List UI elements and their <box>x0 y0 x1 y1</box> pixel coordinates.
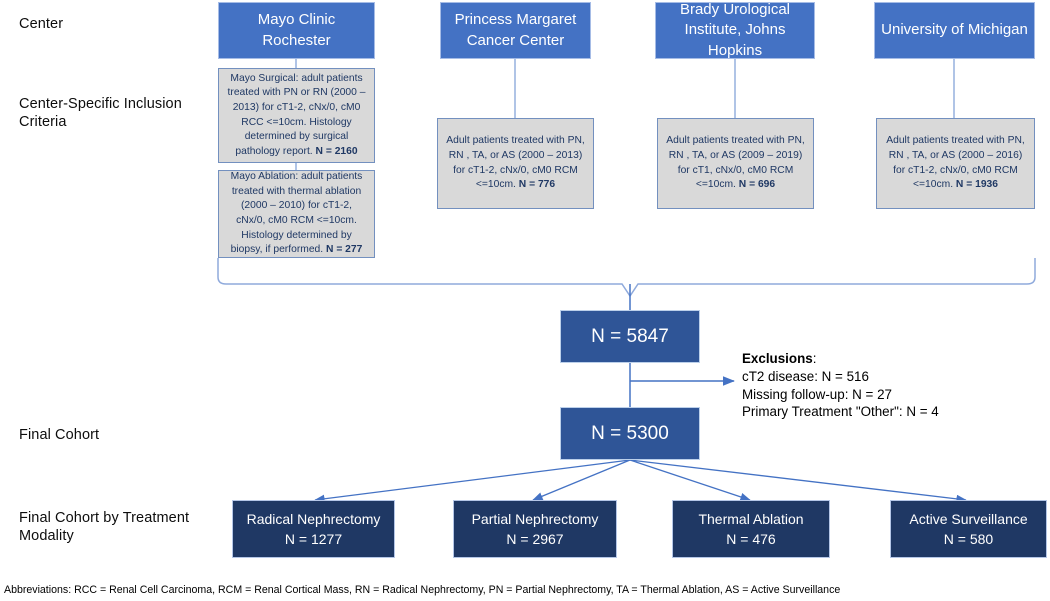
exclusions-item-1-value: N = 27 <box>852 386 892 402</box>
criteria-princess-margaret-text: Adult patients treated with PN, RN , TA,… <box>446 135 585 191</box>
criteria-mayo-surgical-n: N = 2160 <box>315 145 358 157</box>
criteria-box-mayo-ablation[interactable]: Mayo Ablation: adult patients treated wi… <box>218 170 375 258</box>
row-label-criteria: Center-Specific Inclusion Criteria <box>19 96 182 131</box>
pooled-cohort-box[interactable]: N = 5847 <box>560 310 700 363</box>
center-box-michigan-label: University of Michigan <box>881 21 1028 39</box>
exclusions-title: Exclusions <box>742 351 813 366</box>
modality-radical-nephrectomy-name: Radical Nephrectomy <box>246 510 381 527</box>
modality-thermal-ablation-n: N = 476 <box>726 531 776 547</box>
exclusions-item-0-value: N = 516 <box>821 368 869 384</box>
modality-partial-nephrectomy-n: N = 2967 <box>506 531 564 547</box>
center-box-mayo-label: Mayo Clinic Rochester <box>257 11 336 49</box>
wire-final-to-partial <box>532 459 631 501</box>
modality-thermal-ablation-name: Thermal Ablation <box>698 510 804 527</box>
center-box-brady[interactable]: Brady Urological Institute, Johns Hopkin… <box>655 1 815 59</box>
center-box-mayo[interactable]: Mayo Clinic Rochester <box>218 2 375 59</box>
exclusions-item-2-label: Primary Treatment "Other": <box>742 404 903 420</box>
criteria-box-michigan[interactable]: Adult patients treated with PN, RN , TA,… <box>876 118 1035 209</box>
modality-radical-nephrectomy-n: N = 1277 <box>284 531 343 547</box>
modality-box-active-surveillance[interactable]: Active Surveillance N = 580 <box>890 500 1047 558</box>
modality-partial-nephrectomy-name: Partial Nephrectomy <box>471 510 599 527</box>
modality-box-radical-nephrectomy[interactable]: Radical Nephrectomy N = 1277 <box>232 500 395 558</box>
criteria-mayo-ablation-text: Mayo Ablation: adult patients treated wi… <box>230 171 363 256</box>
criteria-mayo-ablation-n: N = 277 <box>326 244 363 256</box>
center-box-princess-margaret-label: Princess Margaret Cancer Center <box>454 11 577 49</box>
criteria-michigan-n: N = 1936 <box>955 179 998 191</box>
exclusions-item-0: cT2 disease: N = 516 <box>742 368 939 386</box>
exclusions-title-row: Exclusions: <box>742 350 939 368</box>
modality-active-surveillance-n: N = 580 <box>943 531 994 547</box>
wire-bracket-to-pooled <box>217 258 1036 298</box>
row-label-final-cohort-modality: Final Cohort by Treatment Modality <box>19 510 190 545</box>
abbreviations-footnote: Abbreviations: RCC = Renal Cell Carcinom… <box>4 584 841 596</box>
modality-box-partial-nephrectomy[interactable]: Partial Nephrectomy N = 2967 <box>453 500 617 558</box>
modality-active-surveillance-name: Active Surveillance <box>909 510 1028 527</box>
row-label-center: Center <box>19 16 64 32</box>
exclusions-title-suffix: : <box>812 351 817 366</box>
wire-final-to-thermal <box>629 459 751 501</box>
modality-box-thermal-ablation[interactable]: Thermal Ablation N = 476 <box>672 500 830 558</box>
exclusions-item-2-value: N = 4 <box>906 404 939 420</box>
criteria-box-brady[interactable]: Adult patients treated with PN, RN , TA,… <box>657 118 814 209</box>
final-cohort-box[interactable]: N = 5300 <box>560 407 700 460</box>
exclusions-block: Exclusions: cT2 disease: N = 516 Missing… <box>742 350 939 421</box>
criteria-box-princess-margaret[interactable]: Adult patients treated with PN, RN , TA,… <box>437 118 594 209</box>
exclusions-item-1-label: Missing follow-up: <box>742 386 849 402</box>
wire-final-to-active <box>629 459 967 503</box>
criteria-brady-text: Adult patients treated with PN, RN , TA,… <box>666 135 805 191</box>
center-box-michigan[interactable]: University of Michigan <box>874 2 1035 59</box>
criteria-brady-n: N = 696 <box>738 179 776 191</box>
criteria-princess-margaret-n: N = 776 <box>518 179 556 191</box>
criteria-box-mayo-surgical[interactable]: Mayo Surgical: adult patients treated wi… <box>218 68 375 163</box>
criteria-mayo-surgical-text: Mayo Surgical: adult patients treated wi… <box>227 72 366 157</box>
exclusions-item-1: Missing follow-up: N = 27 <box>742 386 939 404</box>
row-label-final-cohort: Final Cohort <box>19 427 100 443</box>
exclusions-item-2: Primary Treatment "Other": N = 4 <box>742 403 939 421</box>
wire-final-to-radical <box>314 459 631 503</box>
pooled-cohort-label: N = 5847 <box>591 325 669 347</box>
exclusions-item-0-label: cT2 disease: <box>742 368 818 384</box>
center-box-brady-label: Brady Urological Institute, Johns Hopkin… <box>679 1 791 59</box>
final-cohort-label: N = 5300 <box>591 422 669 444</box>
center-box-princess-margaret[interactable]: Princess Margaret Cancer Center <box>440 2 591 59</box>
criteria-michigan-text: Adult patients treated with PN, RN , TA,… <box>886 135 1025 191</box>
